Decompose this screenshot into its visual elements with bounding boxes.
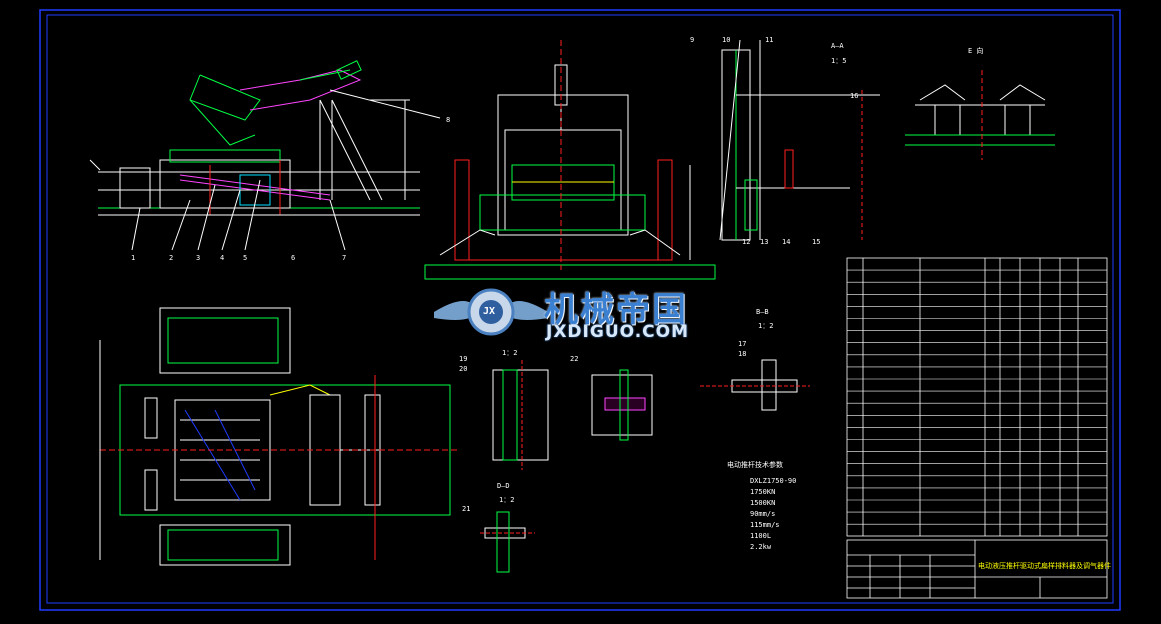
section-bb-scale: 1：2: [758, 322, 774, 330]
callout-label: 4: [220, 254, 225, 262]
section-c-scale: 1：2: [502, 349, 518, 357]
section-aa-scale: 1：5: [831, 57, 847, 65]
callout-label: 1: [131, 254, 136, 262]
inner-frame: [46, 14, 1114, 604]
spec-value: 1500KN: [750, 499, 776, 507]
callout-label: 12: [742, 238, 751, 246]
side-elevation-view: [89, 60, 441, 251]
watermark-english: JXDIGUO.COM: [546, 322, 690, 342]
callout-label: 13: [760, 238, 769, 246]
callout-label: 10: [722, 36, 731, 44]
parts-list-rows: [847, 269, 1107, 525]
parts-list-table: [846, 257, 1108, 537]
callout-label: 11: [765, 36, 774, 44]
callout-label: 17: [738, 340, 747, 348]
section-aa-title: A—A: [831, 42, 844, 50]
spec-heading: 电动推杆技术参数: [727, 461, 783, 469]
detail-sections: [480, 359, 810, 573]
section-dd-scale: 1：2: [499, 496, 515, 504]
spec-value: 1100L: [750, 532, 772, 540]
section-bb-title: B—B: [756, 308, 769, 316]
callout-label: 21: [462, 505, 471, 513]
callout-label: 14: [782, 238, 791, 246]
watermark-chinese: 机械帝国: [544, 290, 688, 330]
callout-label: 7: [342, 254, 347, 262]
callout-label: 8: [446, 116, 451, 124]
watermark-badge: JX: [483, 306, 496, 317]
spec-value: 1750KN: [750, 488, 776, 496]
callout-label: 19: [459, 355, 468, 363]
spec-value: DXLZ1750-90: [750, 477, 797, 485]
section-dd-title: D—D: [497, 482, 510, 490]
callout-label: 5: [243, 254, 248, 262]
spec-value: 90mm/s: [750, 510, 776, 518]
spec-value: 115mm/s: [750, 521, 780, 529]
title-block: [846, 539, 1108, 599]
front-view: [424, 40, 716, 280]
section-side-view: [719, 39, 880, 241]
watermark-logo: JX 机械帝国 JXDIGUO.COM: [432, 280, 732, 360]
outer-frame: [39, 9, 1121, 611]
plan-view: [99, 307, 460, 566]
callout-label: 22: [570, 355, 579, 363]
callout-label: 18: [738, 350, 747, 358]
callout-label: 9: [690, 36, 695, 44]
spec-value: 2.2kw: [750, 543, 772, 551]
callout-label: 6: [291, 254, 296, 262]
drawing-title: 电动液压推杆驱动式扁样排料器及调气器件: [978, 562, 1111, 570]
view-e-title: E 向: [968, 47, 984, 55]
callout-label: 2: [169, 254, 174, 262]
callout-label: 3: [196, 254, 201, 262]
callout-label: 16: [850, 92, 859, 100]
watermark-emblem: [434, 288, 548, 336]
callout-label: 15: [812, 238, 821, 246]
view-e: [905, 70, 1055, 160]
callout-label: 20: [459, 365, 468, 373]
